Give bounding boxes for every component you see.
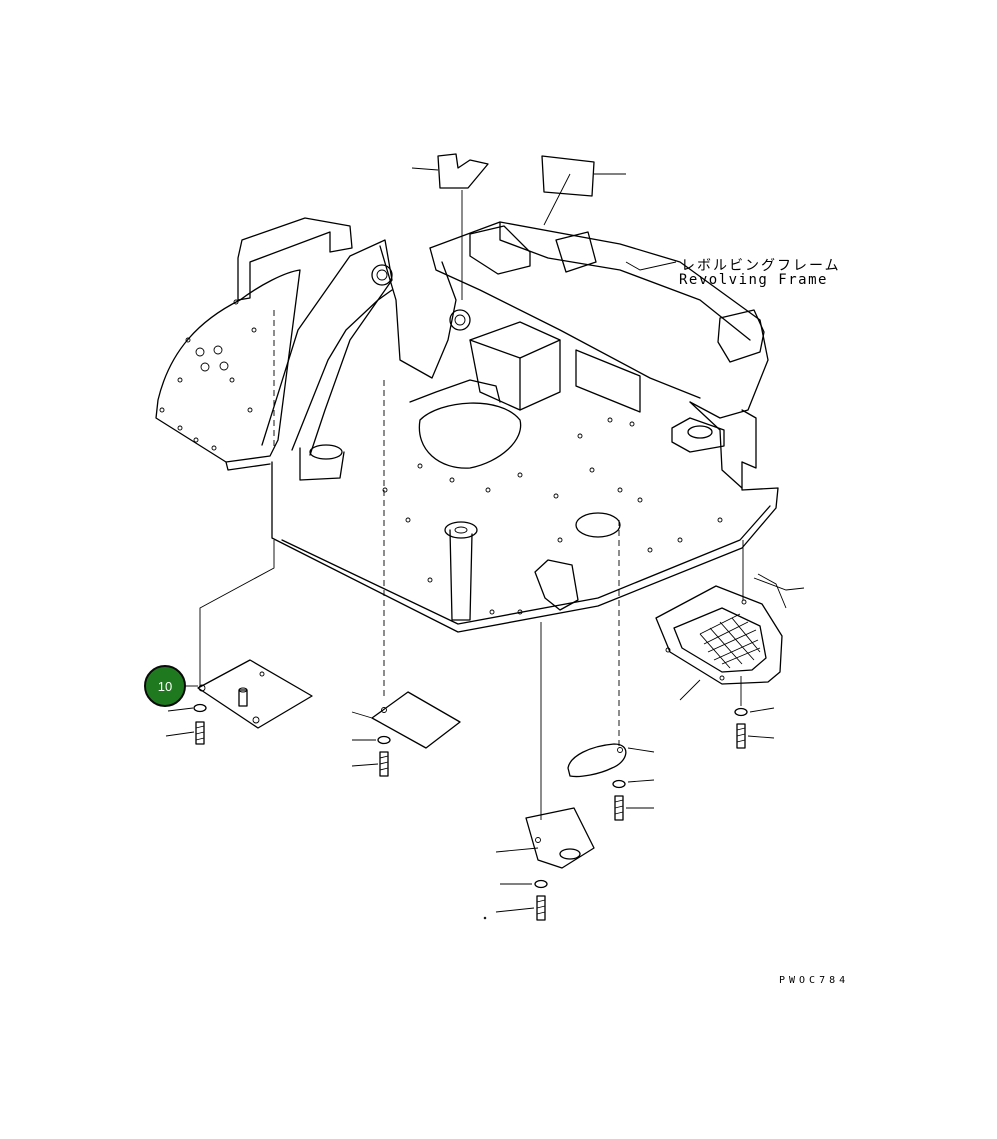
revolving-frame	[155, 217, 779, 633]
upper-parts	[411, 153, 626, 300]
cover-plate-center-right	[567, 743, 655, 821]
frame-holes	[159, 299, 723, 615]
callout-number: 10	[157, 678, 173, 694]
mesh-cover-plate	[655, 585, 783, 749]
drawing-code: PWOC784	[779, 975, 850, 986]
cover-plate-bottom	[495, 807, 595, 921]
cover-plate-left	[165, 659, 313, 745]
callout-10-badge[interactable]: 10	[144, 665, 186, 707]
leader-lines	[199, 310, 805, 820]
frame-label-japanese: レボルビングフレーム	[681, 258, 841, 274]
frame-label-english: Revolving Frame	[679, 272, 828, 288]
frame-label-leader	[625, 261, 677, 271]
cover-plate-center-left	[351, 691, 461, 777]
